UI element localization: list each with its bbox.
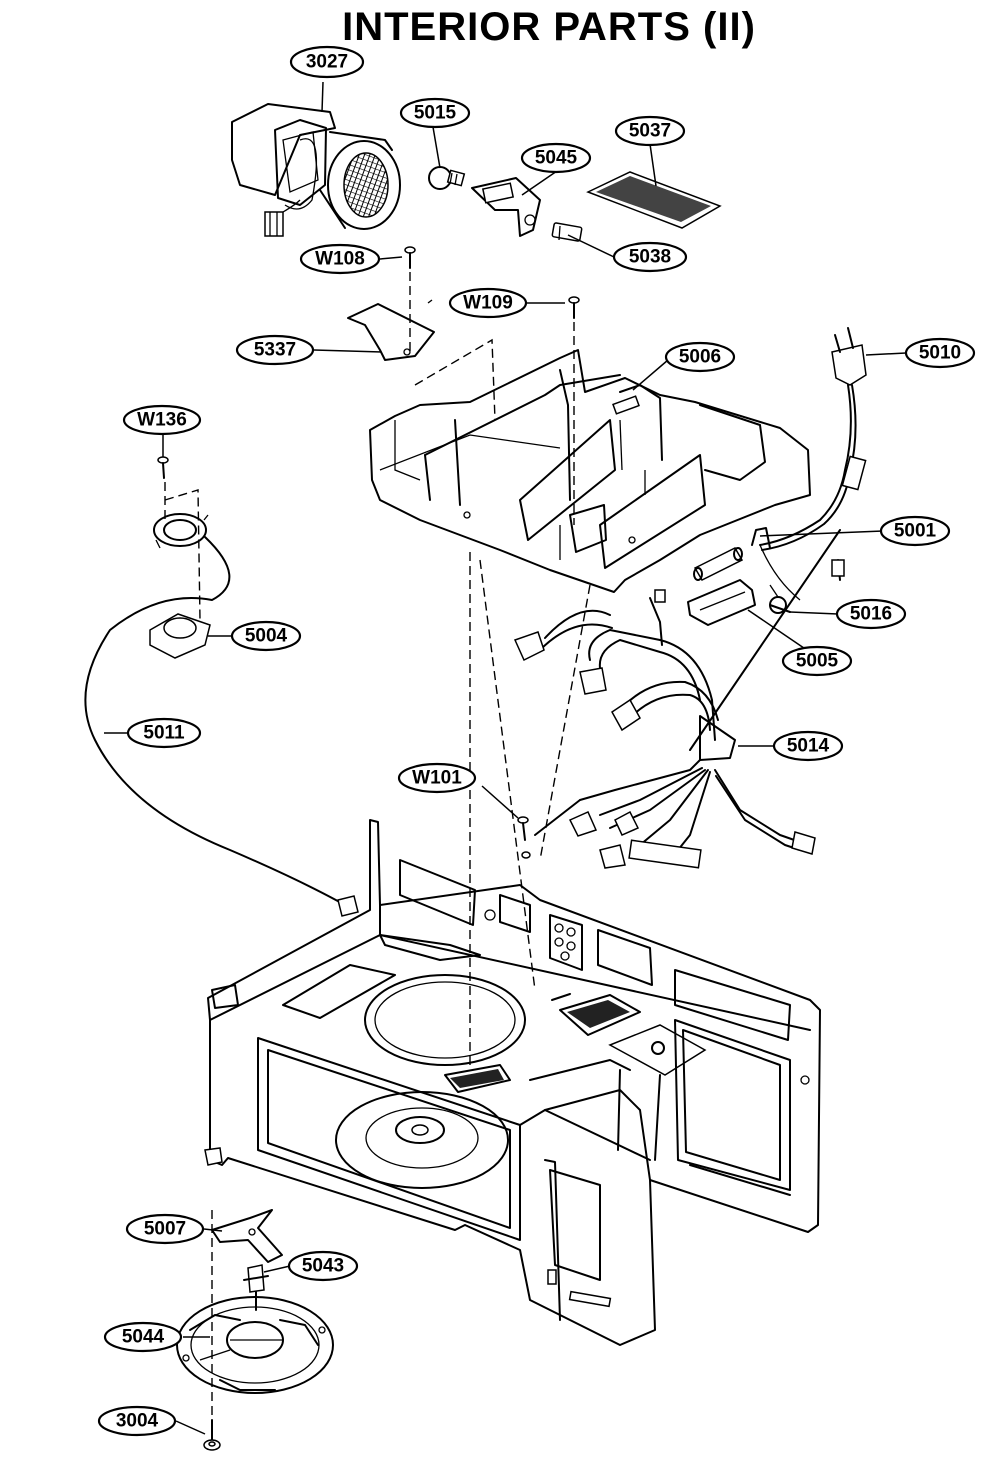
callout-5015: 5015	[399, 97, 471, 129]
callout-5011-text: 5011	[143, 723, 185, 744]
callout-3004: 3004	[97, 1405, 177, 1437]
callout-5337-text: 5337	[254, 340, 296, 361]
callout-5014-text: 5014	[787, 736, 830, 757]
grease-filter	[586, 171, 722, 229]
callout-w101: W101	[397, 762, 477, 794]
screw-w109	[568, 296, 580, 525]
callout-5016: 5016	[835, 598, 907, 630]
callout-3004-text: 3004	[116, 1411, 159, 1432]
thermostat-sensor	[149, 513, 211, 659]
callout-5005-text: 5005	[796, 651, 839, 672]
callout-5043-text: 5043	[302, 1256, 344, 1277]
callout-w101-text: W101	[412, 768, 462, 789]
drive-coupler	[243, 1264, 269, 1311]
callout-5044: 5044	[103, 1321, 183, 1353]
callout-5016-text: 5016	[850, 604, 892, 625]
diagram-title: INTERIOR PARTS (II)	[342, 5, 756, 49]
fan-motor-assembly	[231, 103, 401, 237]
callout-w136-text: W136	[137, 410, 187, 431]
wire-harness	[513, 529, 845, 869]
sensor-cable	[84, 536, 359, 917]
thermal-cutoff	[769, 584, 791, 614]
callout-5037: 5037	[614, 115, 686, 147]
callout-5011: 5011	[126, 717, 202, 749]
callout-w109-text: W109	[463, 293, 513, 314]
callout-5001-text: 5001	[894, 521, 937, 542]
callout-3027: 3027	[289, 45, 365, 79]
callout-5337: 5337	[235, 334, 315, 366]
callout-5015-text: 5015	[414, 103, 457, 124]
callout-5006: 5006	[664, 341, 736, 373]
callout-w108-text: W108	[315, 249, 365, 270]
callout-5038-text: 5038	[629, 247, 671, 268]
oven-cavity-frame	[204, 819, 821, 1346]
callout-w109: W109	[448, 287, 528, 319]
callout-5001: 5001	[879, 515, 951, 547]
fuse	[693, 547, 744, 581]
fuse-holder	[687, 579, 756, 626]
turntable-motor-base	[176, 1296, 334, 1394]
callout-5045: 5045	[520, 142, 592, 174]
bracket-plate	[347, 299, 496, 421]
lamp-socket-bracket	[471, 177, 541, 237]
callout-5045-text: 5045	[535, 148, 578, 169]
callout-5006-text: 5006	[679, 347, 721, 368]
callout-5007-text: 5007	[144, 1219, 186, 1240]
callout-5004-text: 5004	[245, 626, 288, 647]
screw-w108	[404, 246, 416, 352]
callout-5010-text: 5010	[919, 343, 961, 364]
callout-5004: 5004	[230, 620, 302, 652]
screw-3004	[203, 1419, 221, 1451]
callout-5014: 5014	[772, 730, 844, 762]
callout-w108: W108	[299, 243, 381, 275]
lamp-connector	[551, 222, 583, 242]
callout-5043: 5043	[287, 1250, 359, 1282]
callout-5010: 5010	[904, 337, 976, 369]
screw-w136	[157, 456, 201, 621]
callout-5007: 5007	[125, 1213, 205, 1245]
callout-5038: 5038	[612, 241, 688, 273]
callout-5044-text: 5044	[122, 1327, 165, 1348]
callout-5005: 5005	[781, 645, 853, 677]
power-cord	[751, 327, 867, 601]
callout-w136: W136	[122, 404, 202, 436]
leader-lines	[104, 81, 907, 1435]
screw-w101	[517, 816, 531, 859]
lamp-bulb	[428, 166, 466, 190]
callout-3027-text: 3027	[306, 52, 348, 73]
callout-5037-text: 5037	[629, 121, 671, 142]
control-box-housing	[369, 349, 811, 1070]
